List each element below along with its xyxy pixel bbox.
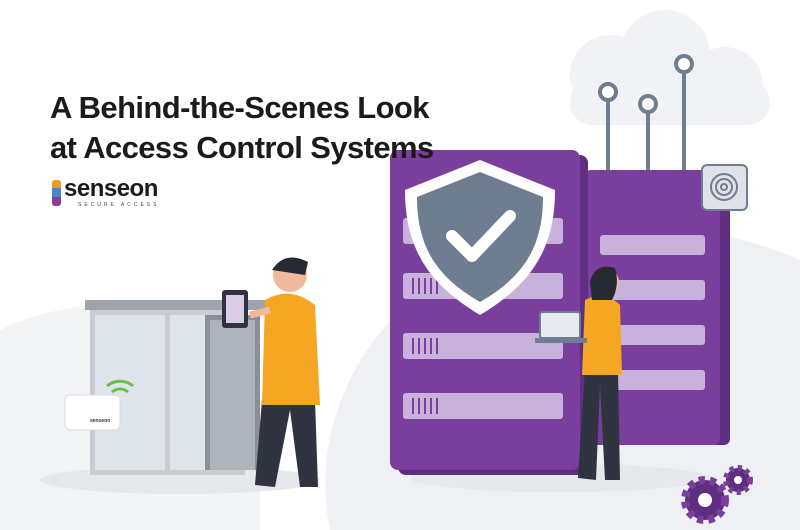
- card-reader-device: [64, 379, 134, 431]
- woman-with-laptop: [535, 266, 622, 480]
- title-line-1: A Behind-the-Scenes Look: [50, 90, 429, 125]
- storage-cabinet: [85, 300, 265, 475]
- man-with-tablet: [222, 257, 320, 487]
- cloud-icon: [570, 10, 770, 175]
- fingerprint-scanner-icon: [701, 164, 748, 211]
- logo-tagline: SECURE ACCESS: [78, 202, 160, 208]
- device-brand-label: senseon: [90, 418, 111, 424]
- senseon-logo: senseon SECURE ACCESS: [52, 175, 160, 208]
- logo-wordmark: senseon: [64, 175, 158, 202]
- gear-icon: [681, 465, 753, 524]
- title-line-2: at Access Control Systems: [50, 130, 434, 165]
- server-rack-back: [585, 170, 730, 445]
- page-title: A Behind-the-Scenes Look at Access Contr…: [50, 88, 434, 168]
- shield-check-icon: [405, 160, 555, 315]
- logo-mark-icon: [52, 180, 61, 206]
